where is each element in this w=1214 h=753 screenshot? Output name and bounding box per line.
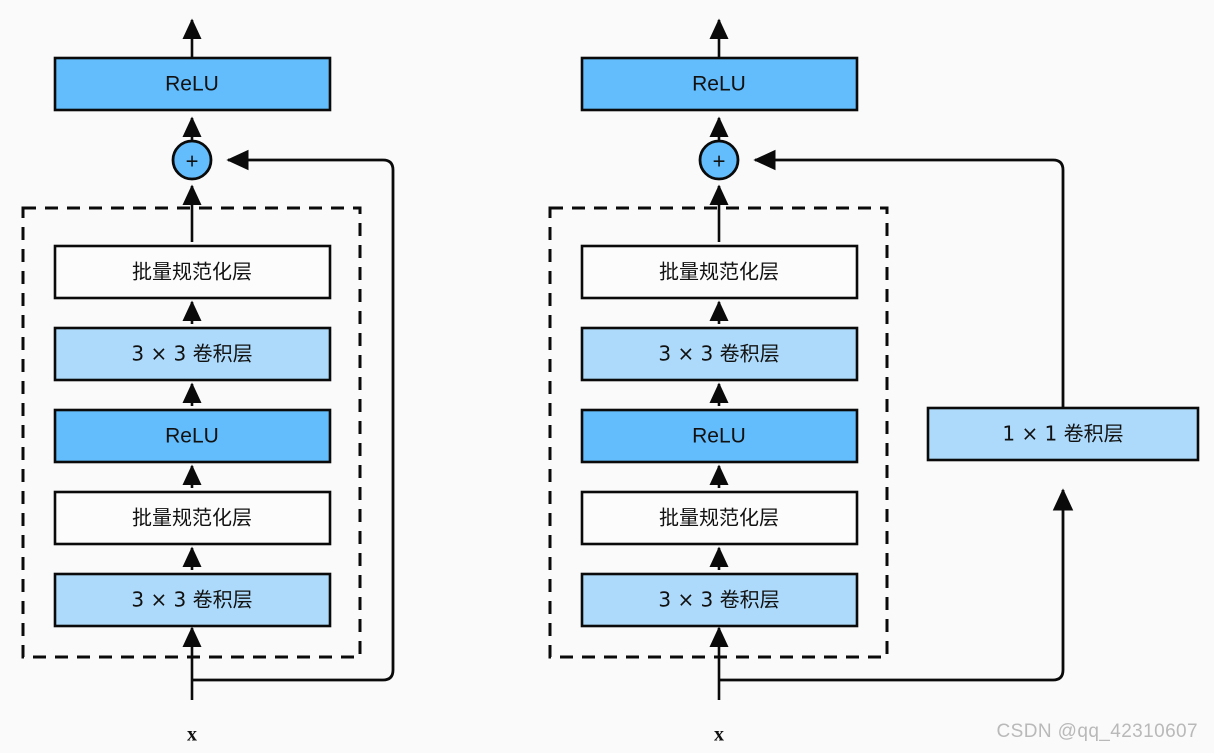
conv-1x1-shortcut[interactable]: 1 × 1 卷积层 bbox=[926, 406, 1200, 462]
conv-3x3-first[interactable]: 3 × 3 卷积层 bbox=[580, 572, 859, 628]
input-label-x: x bbox=[187, 724, 197, 746]
relu-output-label: ReLU bbox=[165, 73, 219, 96]
conv-3x3-second-label: 3 × 3 卷积层 bbox=[131, 342, 252, 366]
residual-path-dashed-boundary bbox=[548, 206, 889, 659]
relu-inner-label: ReLU bbox=[165, 425, 219, 448]
residual-block-identity: x 3 × 3 卷积层 批量规范化层 bbox=[21, 18, 395, 746]
input-label-x: x bbox=[714, 724, 724, 746]
batchnorm-second-label: 批量规范化层 bbox=[659, 260, 779, 284]
conv-3x3-second[interactable]: 3 × 3 卷积层 bbox=[53, 326, 332, 382]
sum-node-label: + bbox=[713, 149, 726, 174]
conv1x1-to-sum-path bbox=[753, 149, 1065, 408]
batchnorm-first[interactable]: 批量规范化层 bbox=[580, 490, 859, 546]
batchnorm-first-label: 批量规范化层 bbox=[659, 506, 779, 530]
residual-block-projection: x 3 × 3 卷积层 批量规范化层 bbox=[548, 18, 1200, 746]
residual-path-dashed-boundary bbox=[21, 206, 362, 659]
batchnorm-second-label: 批量规范化层 bbox=[132, 260, 252, 284]
identity-shortcut-path bbox=[192, 149, 395, 682]
sum-node[interactable]: + bbox=[171, 139, 213, 181]
relu-inner[interactable]: ReLU bbox=[53, 408, 332, 464]
relu-output[interactable]: ReLU bbox=[580, 56, 859, 112]
conv-1x1-shortcut-label: 1 × 1 卷积层 bbox=[1002, 422, 1123, 446]
batchnorm-first-label: 批量规范化层 bbox=[132, 506, 252, 530]
relu-output[interactable]: ReLU bbox=[53, 56, 332, 112]
conv-3x3-first[interactable]: 3 × 3 卷积层 bbox=[53, 572, 332, 628]
sum-node[interactable]: + bbox=[698, 139, 740, 181]
batchnorm-second[interactable]: 批量规范化层 bbox=[580, 244, 859, 300]
conv-3x3-first-label: 3 × 3 卷积层 bbox=[658, 588, 779, 612]
batchnorm-first[interactable]: 批量规范化层 bbox=[53, 490, 332, 546]
sum-node-label: + bbox=[186, 149, 199, 174]
relu-inner[interactable]: ReLU bbox=[580, 408, 859, 464]
relu-inner-label: ReLU bbox=[692, 425, 746, 448]
batchnorm-second[interactable]: 批量规范化层 bbox=[53, 244, 332, 300]
shortcut-to-conv1x1-path bbox=[719, 488, 1074, 682]
conv-3x3-first-label: 3 × 3 卷积层 bbox=[131, 588, 252, 612]
watermark-text: CSDN @qq_42310607 bbox=[996, 721, 1198, 742]
conv-3x3-second[interactable]: 3 × 3 卷积层 bbox=[580, 326, 859, 382]
relu-output-label: ReLU bbox=[692, 73, 746, 96]
conv-3x3-second-label: 3 × 3 卷积层 bbox=[658, 342, 779, 366]
